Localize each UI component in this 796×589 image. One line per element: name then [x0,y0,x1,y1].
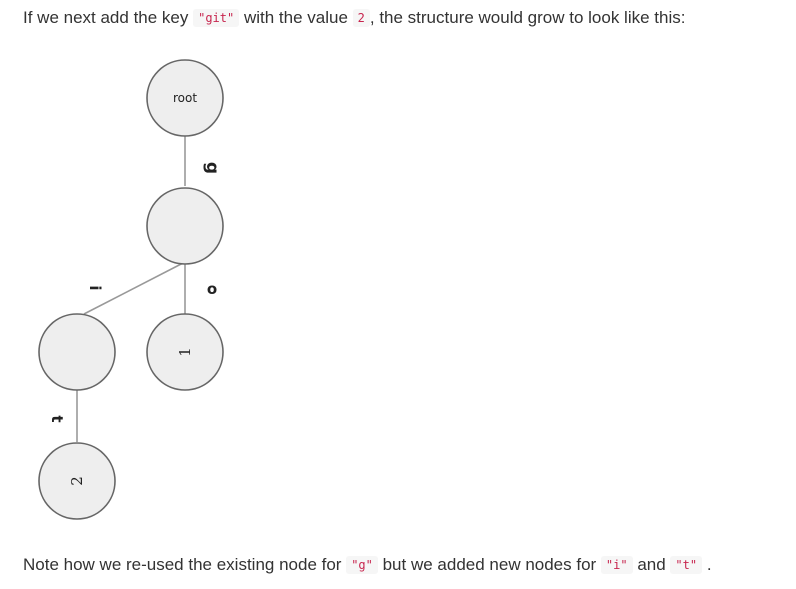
note-text-3: and [632,555,671,574]
value-code: 2 [352,9,370,27]
code-t: "t" [670,556,703,574]
note-text-1: Note how we re-used the existing node fo… [23,555,347,574]
key-code: "git" [193,9,240,27]
node-root [146,59,224,137]
edge-label-o: o [207,280,217,298]
note-text-4: . [702,555,712,574]
edge-g-gi [83,261,186,315]
node-go [146,313,224,391]
edge-label-t: t [48,415,66,422]
note-paragraph: Note how we re-used the existing node fo… [23,554,712,576]
edge-label-i: i [86,285,104,290]
intro-paragraph: If we next add the key "git" with the va… [23,7,685,29]
intro-text-1: If we next add the key [23,8,194,27]
code-g: "g" [346,556,378,574]
node-gi [38,313,116,391]
intro-text-2: with the value [239,8,353,27]
code-i: "i" [600,556,633,574]
node-g [146,187,224,265]
note-text-2: but we added new nodes for [377,555,601,574]
intro-text-3: , the structure would grow to look like … [369,8,686,27]
value-label-go: 1 [176,347,194,357]
edge-label-g: g [202,162,222,174]
node-git [38,442,116,520]
value-label-git: 2 [68,476,86,486]
root-label: root [173,91,197,105]
